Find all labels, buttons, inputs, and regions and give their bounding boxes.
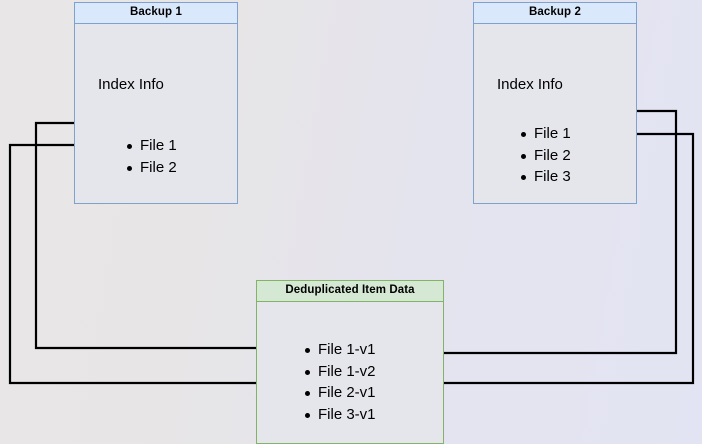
deduplicated-item-data-box[interactable]: Deduplicated Item Data File 1-v1 File 1-…	[256, 280, 444, 444]
deduplicated-item-list: File 1-v1 File 1-v2 File 2-v1 File 3-v1	[303, 339, 376, 425]
backup-2-body: Index Info File 1 File 2 File 3	[474, 24, 636, 203]
list-item[interactable]: File 1	[125, 135, 177, 157]
deduplicated-item-data-body: File 1-v1 File 1-v2 File 2-v1 File 3-v1	[257, 302, 443, 443]
list-item[interactable]: File 3-v1	[303, 404, 376, 426]
list-item[interactable]: File 2-v1	[303, 382, 376, 404]
list-item[interactable]: File 1	[519, 123, 571, 145]
backup-1-title: Backup 1	[75, 3, 237, 24]
backup-2-title: Backup 2	[474, 3, 636, 24]
backup-1-box[interactable]: Backup 1 Index Info File 1 File 2	[74, 2, 238, 204]
backup-2-box[interactable]: Backup 2 Index Info File 1 File 2 File 3	[473, 2, 637, 204]
backup-1-body: Index Info File 1 File 2	[75, 24, 237, 203]
backup-1-index-info-label: Index Info	[98, 76, 164, 93]
backup-2-file-list: File 1 File 2 File 3	[519, 123, 571, 188]
backup-1-file-list: File 1 File 2	[125, 135, 177, 178]
list-item[interactable]: File 1-v1	[303, 339, 376, 361]
list-item[interactable]: File 2	[125, 157, 177, 179]
list-item[interactable]: File 2	[519, 145, 571, 167]
list-item[interactable]: File 1-v2	[303, 361, 376, 383]
backup-2-index-info-label: Index Info	[497, 76, 563, 93]
list-item[interactable]: File 3	[519, 166, 571, 188]
deduplicated-item-data-title: Deduplicated Item Data	[257, 281, 443, 302]
